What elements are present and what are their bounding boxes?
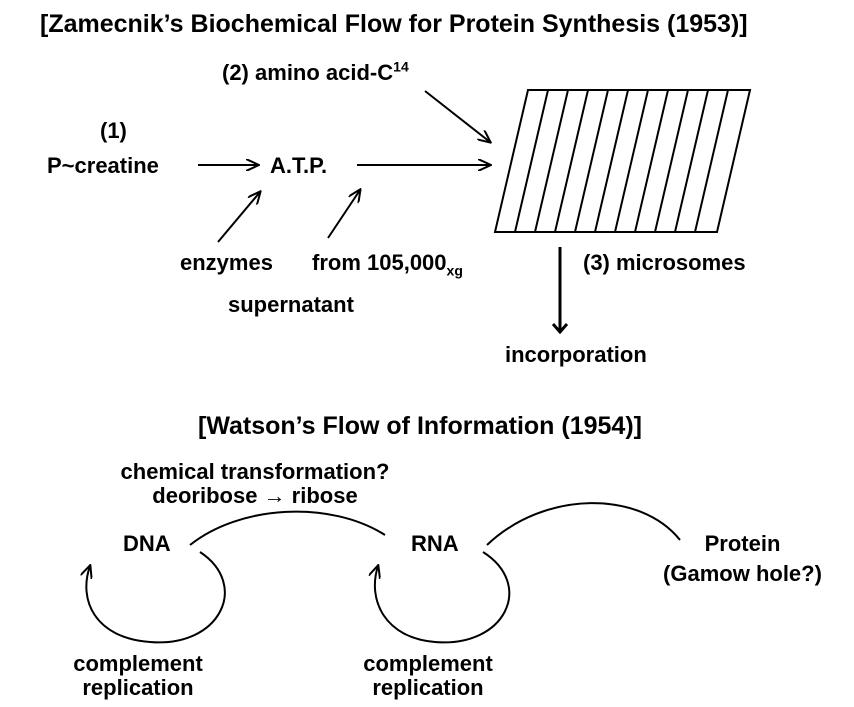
dna-rep-line2: replication xyxy=(82,675,194,700)
rna-label: RNA xyxy=(411,531,459,556)
gamow-label: (Gamow hole?) xyxy=(663,561,822,586)
protein-label: Protein xyxy=(704,531,781,556)
rna-rep-line1: complement xyxy=(363,651,493,676)
enzymes-label: enzymes xyxy=(180,250,273,275)
amino-acid-superscript: 14 xyxy=(393,58,409,75)
microsomes-parallelogram xyxy=(493,89,752,233)
curve-rna-to-protein xyxy=(486,502,681,546)
arrow-amino-acid-to-microsomes xyxy=(424,90,490,142)
rna-replication-label: complement replication xyxy=(338,653,518,699)
step1-label: (1) xyxy=(100,118,127,143)
step2-label: (2) amino acid-C14 xyxy=(222,58,409,85)
rna-rep-line2: replication xyxy=(372,675,484,700)
top-title: [Zamecnik’s Biochemical Flow for Protein… xyxy=(40,10,748,38)
amino-acid-label: amino acid-C xyxy=(255,60,394,85)
arrow-supernatant-to-atp xyxy=(327,190,360,239)
loop-rna-replication xyxy=(375,551,511,644)
step2-prefix: (2) xyxy=(222,60,249,85)
dna-rep-line1: complement xyxy=(73,651,203,676)
microsomes-label: (3) microsomes xyxy=(583,250,746,275)
chem-line2: deoribose → ribose xyxy=(152,483,358,508)
chemical-transformation-label: chemical transformation? deoribose → rib… xyxy=(95,461,415,507)
dna-replication-label: complement replication xyxy=(48,653,228,699)
p-creatine-label: P~creatine xyxy=(47,153,159,178)
from-xg-label: from 105,000xg xyxy=(312,250,463,278)
from-xg-subscript: xg xyxy=(446,262,463,279)
incorporation-label: incorporation xyxy=(505,342,647,367)
curve-dna-to-rna xyxy=(189,510,386,546)
loop-dna-replication xyxy=(86,551,226,644)
dna-label: DNA xyxy=(123,531,171,556)
bottom-title: [Watson’s Flow of Information (1954)] xyxy=(198,412,642,440)
supernatant-label: supernatant xyxy=(228,292,354,317)
atp-label: A.T.P. xyxy=(270,153,328,178)
from-xg-text: from 105,000 xyxy=(312,250,447,275)
chem-line1: chemical transformation? xyxy=(120,459,390,484)
protein-label-group: Protein (Gamow hole?) xyxy=(635,533,850,585)
arrow-enzymes-to-atp xyxy=(217,192,260,243)
